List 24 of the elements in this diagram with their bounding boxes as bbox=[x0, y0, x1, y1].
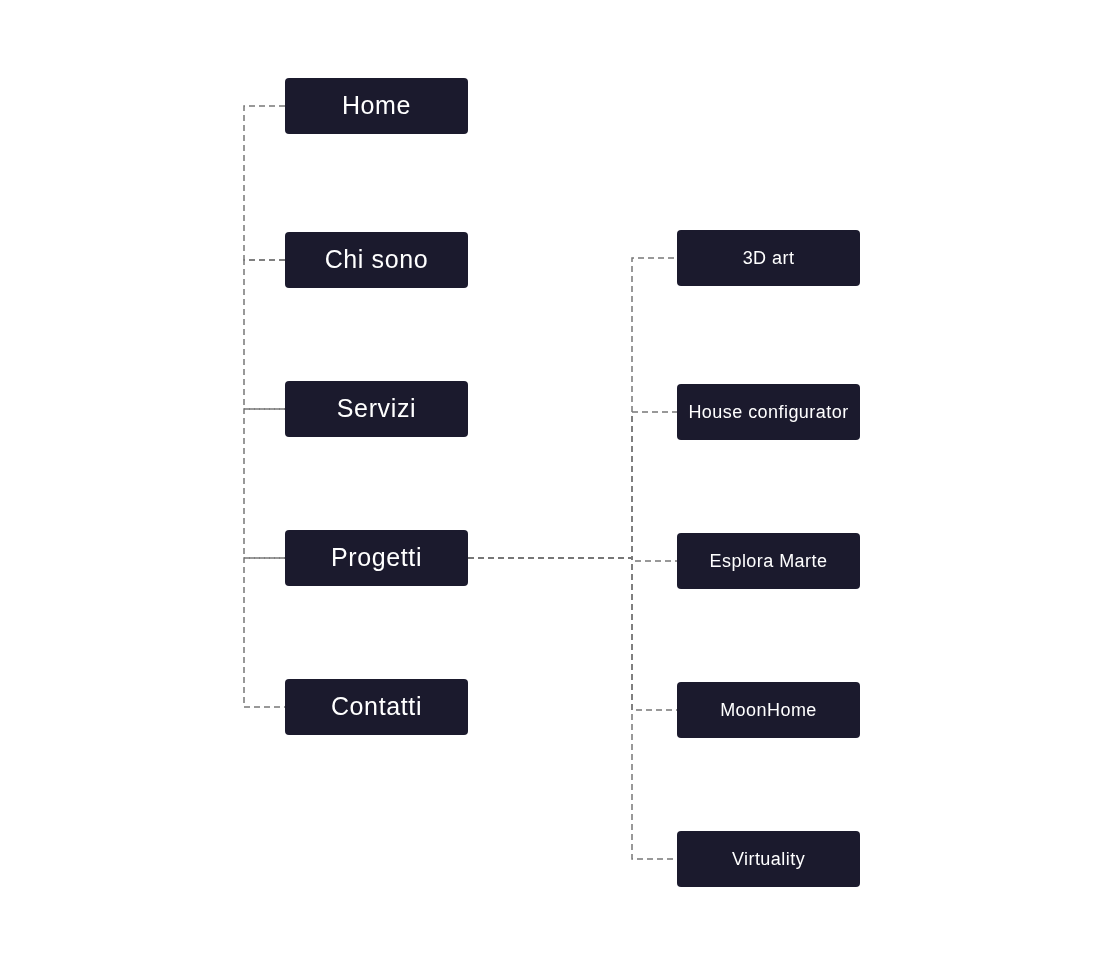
page-box bbox=[677, 230, 860, 286]
page-title: House configurator bbox=[688, 400, 849, 424]
connector-line bbox=[243, 105, 286, 261]
page-box bbox=[285, 381, 468, 437]
connector-line bbox=[243, 408, 286, 559]
page-box bbox=[285, 530, 468, 586]
page-title: Chi sono bbox=[324, 244, 429, 276]
page-title: Esplora Marte bbox=[709, 549, 828, 573]
page-title: Contatti bbox=[330, 691, 423, 723]
page-title: Progetti bbox=[330, 542, 423, 574]
page-title: Home bbox=[341, 90, 412, 122]
page-box bbox=[285, 679, 468, 735]
connector-line bbox=[243, 557, 286, 708]
page-box bbox=[677, 682, 860, 738]
page-title: Virtuality bbox=[731, 847, 806, 871]
page-title: Servizi bbox=[336, 393, 417, 425]
page-box bbox=[285, 78, 468, 134]
page-box bbox=[285, 232, 468, 288]
page-box bbox=[677, 384, 860, 440]
connector-line bbox=[243, 259, 286, 410]
page-title: 3D art bbox=[742, 246, 795, 270]
page-box bbox=[677, 831, 860, 887]
page-title: MoonHome bbox=[720, 698, 817, 722]
page-box bbox=[677, 533, 860, 589]
